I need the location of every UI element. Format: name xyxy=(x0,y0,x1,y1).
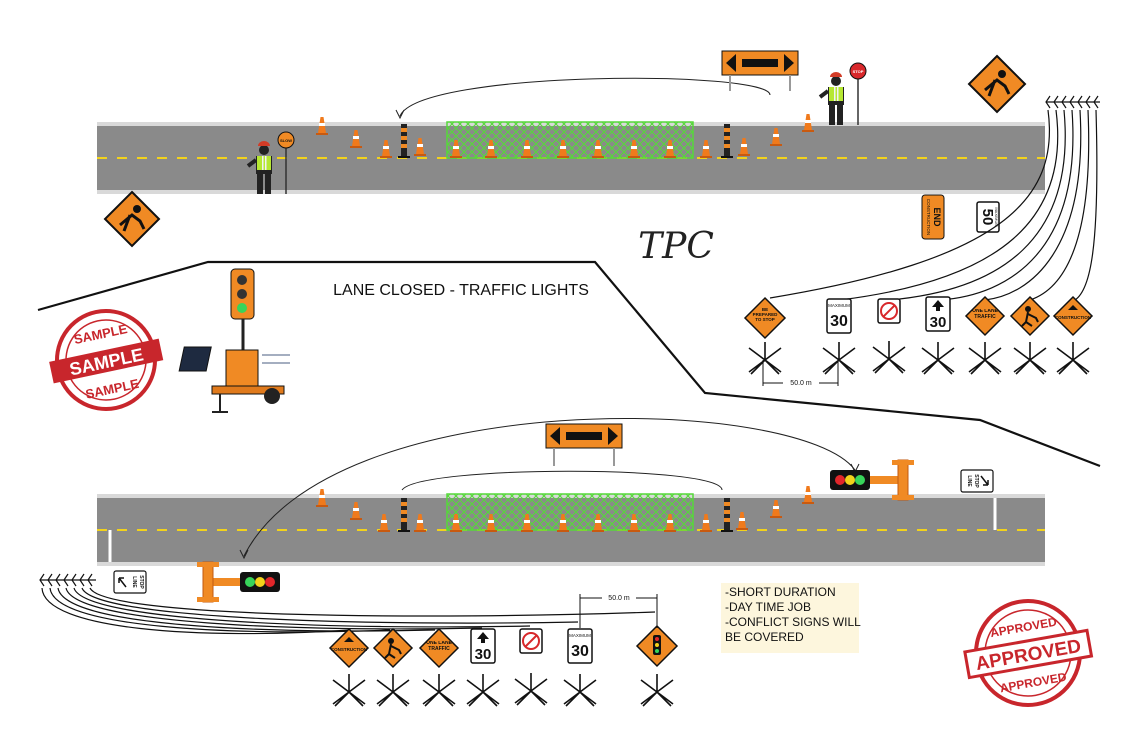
top-arrow-board xyxy=(721,50,799,91)
note-line: -SHORT DURATION xyxy=(725,585,836,599)
up-arrow-icon xyxy=(477,632,489,643)
sign-construction: CONSTRUCTION xyxy=(328,627,370,707)
svg-text:MAXIMUM: MAXIMUM xyxy=(569,633,591,638)
no-passing-icon xyxy=(522,632,540,650)
green-light-icon xyxy=(245,577,255,587)
yellow-light-icon xyxy=(255,577,265,587)
slow-paddle-text: SLOW xyxy=(280,138,292,143)
svg-text:MAXIMUM: MAXIMUM xyxy=(994,207,999,226)
sign-no-passing xyxy=(872,298,906,374)
red-light-icon xyxy=(265,577,275,587)
stop-line-sign-right: STOP LINE xyxy=(960,469,994,493)
note-line: -DAY TIME JOB xyxy=(725,600,812,614)
svg-text:30: 30 xyxy=(930,314,947,331)
svg-text:LINE: LINE xyxy=(131,576,137,588)
end-construction-sign: END CONSTRUCTION xyxy=(921,194,945,240)
svg-text:END: END xyxy=(932,207,942,227)
traffic-signal-right xyxy=(830,459,914,501)
stop-paddle-text: STOP xyxy=(853,69,864,74)
sign-one-lane-traffic: ONE LANE TRAFFIC xyxy=(964,295,1006,375)
svg-text:50.0 m: 50.0 m xyxy=(790,380,812,387)
svg-text:30: 30 xyxy=(571,643,589,660)
sign-arrow-30: 30 xyxy=(921,296,955,375)
diagonal-arrow-icon xyxy=(118,577,127,588)
bottom-taper-arrows xyxy=(39,573,656,635)
top-sign-row: BE PREPARED TO STOP MAXIMUM 30 30 ONE LA… xyxy=(743,295,1094,375)
portable-traffic-light-trailer xyxy=(178,268,290,413)
sign-construction: CONSTRUCTION xyxy=(1052,295,1094,375)
note-line: BE COVERED xyxy=(725,630,804,644)
top-right-worker-sign xyxy=(967,54,1027,114)
sign-worker xyxy=(372,627,414,707)
worker-icon xyxy=(388,638,394,644)
up-arrow-icon xyxy=(932,300,944,311)
sample-stamp: SAMPLE SAMPLE SAMPLE xyxy=(49,309,164,411)
bottom-sign-row: CONSTRUCTION ONE LANE TRAFFIC 30 xyxy=(328,624,679,707)
red-light-icon xyxy=(655,637,659,641)
svg-text:APPROVED: APPROVED xyxy=(999,670,1068,696)
red-light-icon xyxy=(835,475,845,485)
top-spacing-dimension: 50.0 m xyxy=(762,360,839,387)
tpc-logo: TPC xyxy=(638,226,714,267)
svg-text:30: 30 xyxy=(475,646,492,663)
bottom-flow-arrow-long xyxy=(243,418,856,557)
sign-one-lane-traffic: ONE LANE TRAFFIC xyxy=(418,627,460,707)
stop-paddle-icon xyxy=(849,62,867,80)
svg-text:CONSTRUCTION: CONSTRUCTION xyxy=(1055,315,1091,320)
top-left-worker-sign xyxy=(103,190,161,248)
traffic-signal-left xyxy=(197,561,280,603)
svg-text:SAMPLE: SAMPLE xyxy=(84,376,140,402)
top-flagger-left: SLOW xyxy=(246,131,295,196)
sign-be-prepared-to-stop: BE PREPARED TO STOP xyxy=(743,296,787,375)
worker-icon xyxy=(1025,306,1031,312)
svg-text:50.0 m: 50.0 m xyxy=(608,595,630,602)
green-light-icon xyxy=(655,649,659,653)
svg-text:MAXIMUM: MAXIMUM xyxy=(828,303,850,308)
svg-text:30: 30 xyxy=(830,313,848,330)
bottom-flow-arrow-short xyxy=(401,470,723,491)
sign-no-passing xyxy=(514,628,548,706)
green-light-icon xyxy=(237,303,247,313)
svg-text:CONSTRUCTION: CONSTRUCTION xyxy=(926,199,931,235)
svg-text:STOP: STOP xyxy=(138,575,144,589)
approved-stamp: APPROVED APPROVED APPROVED xyxy=(963,599,1094,707)
yellow-light-icon xyxy=(845,475,855,485)
sign-max-30: MAXIMUM 30 xyxy=(822,298,856,375)
svg-text:SAMPLE: SAMPLE xyxy=(72,321,128,347)
sign-arrow-30: 30 xyxy=(466,628,500,707)
stop-line-sign-left: STOP LINE xyxy=(113,570,147,594)
worker-icon xyxy=(998,70,1006,78)
diagram-title: LANE CLOSED - TRAFFIC LIGHTS xyxy=(333,282,589,299)
speed-limit-50-sign: 50 MAXIMUM xyxy=(976,201,1000,233)
section-divider xyxy=(37,260,1101,468)
svg-text:CONSTRUCTION: CONSTRUCTION xyxy=(331,647,367,652)
note-line: -CONFLICT SIGNS WILL xyxy=(725,615,861,629)
svg-text:STOP: STOP xyxy=(973,474,979,488)
sign-worker xyxy=(1009,295,1051,375)
svg-text:LINE: LINE xyxy=(966,475,972,487)
sign-traffic-light-ahead xyxy=(635,624,679,707)
svg-text:SAMPLE: SAMPLE xyxy=(68,344,146,379)
sign-max-30: MAXIMUM 30 xyxy=(563,628,597,707)
bottom-work-zone-fence xyxy=(446,493,694,531)
top-work-zone-fence xyxy=(446,121,694,159)
worker-icon xyxy=(133,205,141,213)
bottom-spacing-dimension: 50.0 m xyxy=(579,592,658,628)
top-flagger-right: STOP xyxy=(818,62,867,127)
top-flow-arrow xyxy=(399,77,771,117)
bottom-arrow-board xyxy=(545,423,623,466)
yellow-light-icon xyxy=(655,643,659,647)
no-passing-icon xyxy=(880,302,898,320)
svg-text:50: 50 xyxy=(979,209,996,226)
diagonal-arrow-icon xyxy=(980,475,989,486)
job-notes: -SHORT DURATION -DAY TIME JOB -CONFLICT … xyxy=(721,583,861,653)
slow-paddle-icon xyxy=(277,131,295,149)
green-light-icon xyxy=(855,475,865,485)
top-taper-arrows xyxy=(769,95,1100,301)
